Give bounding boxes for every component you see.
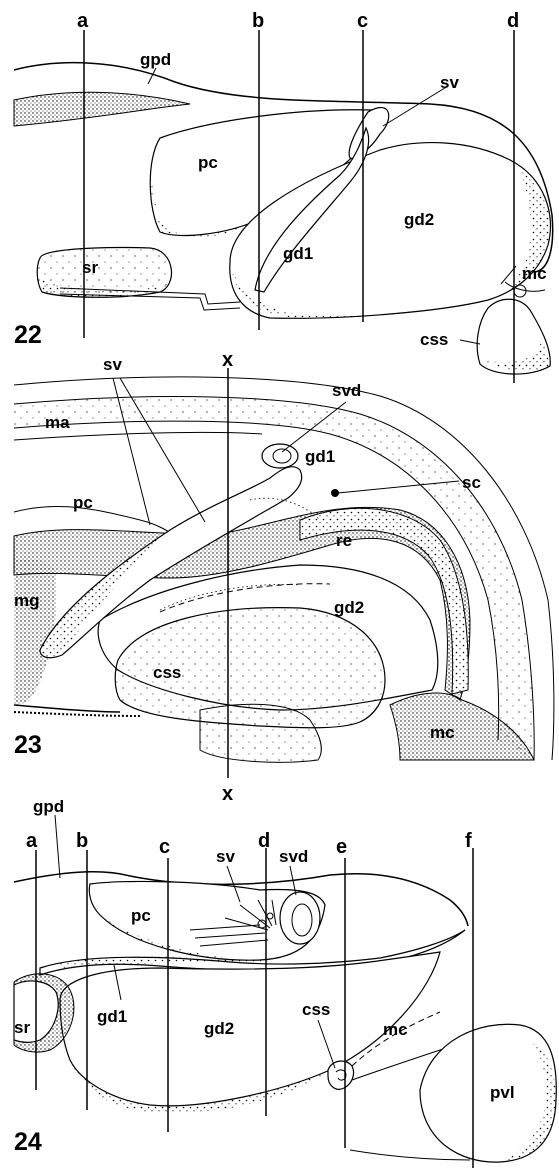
structure-label: ma [45,413,70,432]
section-mark: a [77,10,89,32]
section-mark: x [222,349,233,371]
figure-number: 24 [14,1128,42,1156]
structure-label: gpd [33,797,64,816]
section-mark: d [507,10,519,32]
structure-label: sv [440,73,459,92]
structure-label: sv [216,847,235,866]
structure-label: sc [462,473,481,492]
structure-label: gd1 [97,1007,127,1026]
structure-label: re [336,531,352,550]
structure-label: sr [82,258,98,277]
structure-label: mc [522,264,547,283]
structure-label: mg [14,591,40,610]
structure-label: svd [332,381,361,400]
structure-label: gd1 [283,244,313,263]
section-mark: b [76,830,88,852]
section-mark: c [357,10,368,32]
section-mark: d [258,830,270,852]
structure-label: pc [73,493,93,512]
section-mark: b [252,10,264,32]
structure-label: css [420,330,448,349]
structure-label: gd2 [334,598,364,617]
figure-number: 22 [14,321,42,349]
figure-number: 23 [14,731,42,759]
structure-label: pc [198,153,218,172]
structure-label: css [153,663,181,682]
structure-label: gd1 [305,447,335,466]
section-mark: e [336,836,347,858]
figure-23: 23 x x sv svd ma gd1 sc pc re mg gd2 css… [14,349,554,805]
structure-label: pvl [490,1083,515,1102]
structure-label: css [302,1000,330,1019]
section-mark: f [465,830,472,852]
figure-22: 22 a b c d gpd sv pc gd2 gd1 sr mc css [14,10,553,383]
section-mark: c [159,836,170,858]
section-mark: x [222,783,233,805]
structure-label: mc [383,1020,408,1039]
structure-label: gd2 [404,210,434,229]
structure-label: sv [103,355,122,374]
structure-label: sr [14,1018,30,1037]
structure-label: mc [430,723,455,742]
structure-label: svd [279,847,308,866]
structure-label: pc [131,906,151,925]
figure-24: 24 a b c d e f gpd sv svd pc css mc sr g… [14,797,556,1168]
structure-label: gpd [140,50,171,69]
section-mark: a [26,830,38,852]
structure-label: gd2 [204,1019,234,1038]
